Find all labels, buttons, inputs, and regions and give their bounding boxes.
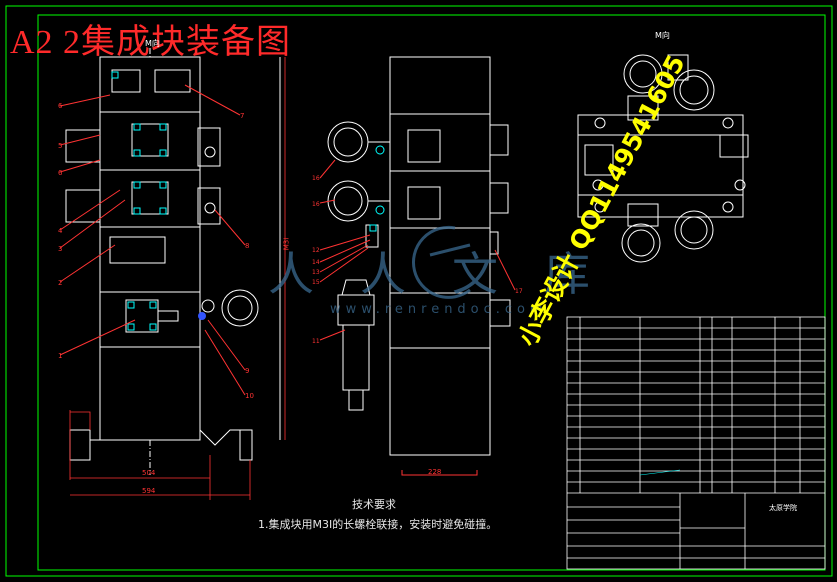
title-block-hardware xyxy=(639,469,681,476)
svg-text:16: 16 xyxy=(312,175,320,182)
front-dimensions xyxy=(69,57,286,500)
front-hardware xyxy=(111,71,167,331)
outer-frame xyxy=(5,5,833,577)
svg-text:14: 14 xyxy=(312,259,320,266)
side-leader-numbers: 16 16 12 14 13 15 11 17 xyxy=(312,175,523,345)
dim-width-3: 228 xyxy=(428,468,442,476)
svg-text:2: 2 xyxy=(58,279,62,287)
svg-text:8: 8 xyxy=(245,242,249,250)
title-block xyxy=(566,316,826,570)
notes-text: 1.集成块用M3I的长螺栓联接，安装时避免碰撞。 xyxy=(258,518,498,531)
svg-text:11: 11 xyxy=(312,338,320,345)
svg-text:7: 7 xyxy=(240,112,244,120)
svg-text:10: 10 xyxy=(245,392,254,400)
svg-text:9: 9 xyxy=(245,367,249,375)
svg-text:1: 1 xyxy=(58,352,62,360)
dim-width-1: 504 xyxy=(142,469,156,477)
watermark-site-cn: 人人文库 xyxy=(268,247,636,301)
top-view xyxy=(577,54,749,263)
svg-text:15: 15 xyxy=(312,279,320,286)
front-leader-numbers: 6 5 6 4 3 2 1 7 8 9 10 xyxy=(58,102,254,400)
svg-text:3: 3 xyxy=(58,245,62,253)
svg-text:5: 5 xyxy=(58,142,62,150)
side-hardware xyxy=(369,145,385,232)
top-view-label: M向 xyxy=(655,31,670,40)
svg-text:12: 12 xyxy=(312,247,320,254)
front-view xyxy=(65,48,281,475)
notes-title: 技术要求 xyxy=(352,498,396,511)
svg-text:6: 6 xyxy=(58,169,63,177)
dim-width-2: 594 xyxy=(142,487,156,495)
watermark-logo xyxy=(412,225,471,299)
drawing-title: A2 2集成块装备图 xyxy=(10,24,292,61)
inner-frame xyxy=(37,14,826,571)
svg-text:6: 6 xyxy=(58,102,63,110)
svg-text:16: 16 xyxy=(312,201,320,208)
svg-text:13: 13 xyxy=(312,269,320,276)
title-block-org: 太原学院 xyxy=(769,504,797,512)
svg-text:17: 17 xyxy=(515,288,523,295)
svg-text:4: 4 xyxy=(58,227,63,235)
watermark-url: www.renrendoc.com xyxy=(330,302,548,317)
hydraulic-port xyxy=(198,312,206,320)
front-view-label: M向 xyxy=(145,39,160,48)
side-leaders xyxy=(319,159,516,476)
front-leaders xyxy=(59,84,246,396)
